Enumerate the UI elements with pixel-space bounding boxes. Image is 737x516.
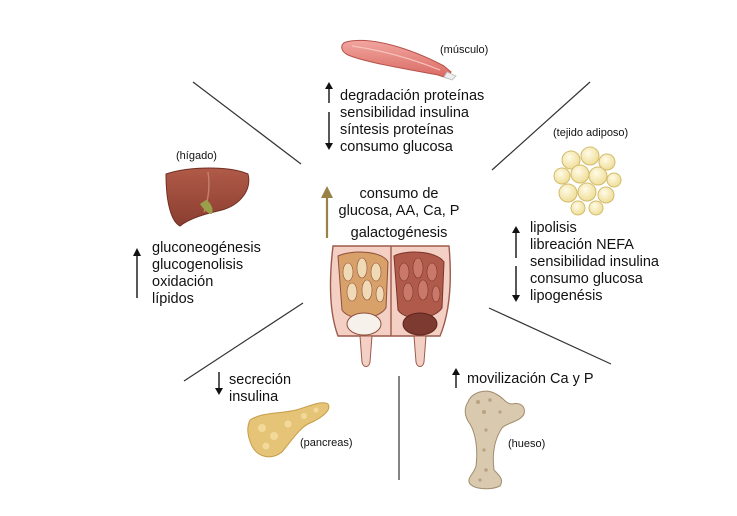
muscle-effect: consumo glucosa <box>340 139 453 155</box>
muscle-icon <box>341 39 457 81</box>
muscle-effect: degradación proteínas <box>340 88 485 104</box>
liver-effect: gluconeogénesis <box>152 240 261 256</box>
liver-arrow <box>133 248 141 298</box>
muscle-arrows <box>325 82 333 150</box>
udder-effect: glucosa, AA, Ca, P <box>338 203 460 219</box>
bone-icon <box>464 390 525 490</box>
adipose-effects: lipolisis libreación NEFA sensibilidad i… <box>530 220 659 305</box>
liver-effects: gluconeogénesis glucogenolisis oxidación… <box>152 240 261 310</box>
bone-label: (hueso) <box>508 438 546 450</box>
pancreas-arrow <box>215 372 223 395</box>
muscle-effect: síntesis proteínas <box>340 122 454 138</box>
pancreas-effect: secreción <box>229 372 292 388</box>
udder-effect: consumo de <box>359 186 439 202</box>
adipose-effect: sensibilidad insulina <box>530 254 659 270</box>
liver-label: (hígado) <box>176 150 217 162</box>
udder-icon <box>329 245 451 367</box>
liver-effect: lípidos <box>152 291 194 307</box>
liver-effect: glucogenolisis <box>152 257 244 273</box>
muscle-label: (músculo) <box>440 44 489 56</box>
adipose-label: (tejido adiposo) <box>553 127 629 139</box>
pancreas-effect: insulina <box>229 389 279 405</box>
adipose-effect: lipogenésis <box>530 288 603 304</box>
adipose-icon <box>553 146 622 216</box>
pancreas-label: (pancreas) <box>300 437 353 449</box>
muscle-effects: degradación proteínas sensibilidad insul… <box>340 88 484 156</box>
adipose-effect: lipolisis <box>530 220 577 236</box>
divider-lines <box>183 81 612 480</box>
pancreas-icon <box>247 402 330 458</box>
adipose-effect: consumo glucosa <box>530 271 643 287</box>
bone-arrow <box>452 368 460 388</box>
udder-effects: consumo de glucosa, AA, Ca, P <box>338 186 460 220</box>
liver-icon <box>165 167 250 227</box>
muscle-effect: sensibilidad insulina <box>340 105 469 121</box>
pancreas-effects: secreción insulina <box>229 372 291 406</box>
adipose-arrows <box>512 226 520 302</box>
udder-extra: galactogénesis <box>350 225 448 241</box>
udder-arrow <box>321 186 333 238</box>
liver-effect: oxidación <box>152 274 214 290</box>
bone-effect: movilización Ca y P <box>467 371 594 387</box>
adipose-effect: libreación NEFA <box>530 237 634 253</box>
